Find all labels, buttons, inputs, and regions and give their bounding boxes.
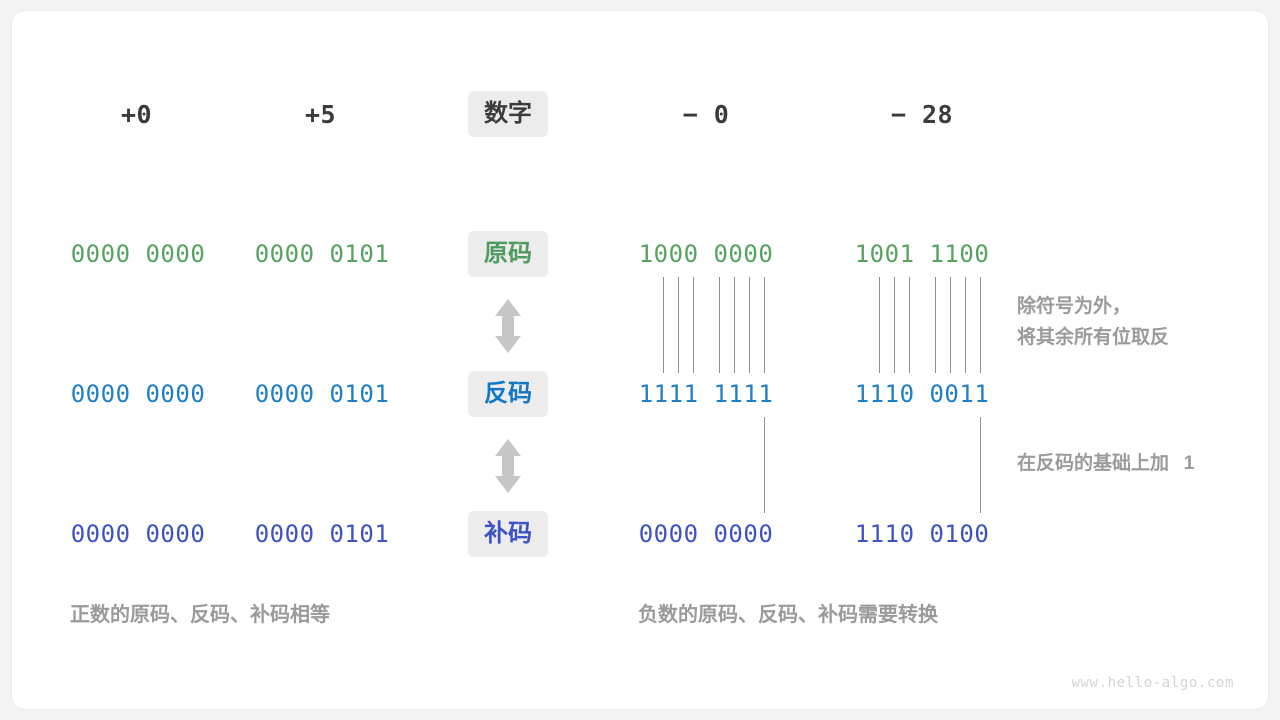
twos-complement-minus-twentyeight-bits: 1110 0100 <box>854 520 990 548</box>
caption-negative-numbers: 负数的原码、反码、补码需要转换 <box>638 604 938 626</box>
watermark-url: www.hello-algo.com <box>1071 675 1234 691</box>
connector-line-add-one <box>980 417 981 513</box>
ones-complement-minus-zero-bits: 1111 1111 <box>638 380 774 408</box>
double-arrow-icon-sign-magnitude-to-ones-complement <box>493 299 523 353</box>
connector-line-invert <box>663 277 664 373</box>
header-number-plus-five: +5 <box>304 99 337 129</box>
connector-line-invert <box>719 277 720 373</box>
connector-line-invert <box>749 277 750 373</box>
ones-complement-plus-zero-bits: 0000 0000 <box>70 380 206 408</box>
badge-ones-complement-label: 反码 <box>468 371 548 417</box>
sign-magnitude-minus-twentyeight-bits: 1001 1100 <box>854 240 990 268</box>
connector-line-invert <box>879 277 880 373</box>
badge-sign-magnitude-label: 原码 <box>468 231 548 277</box>
connector-line-invert <box>980 277 981 373</box>
connector-line-invert <box>950 277 951 373</box>
sign-magnitude-plus-five-bits: 0000 0101 <box>254 240 390 268</box>
header-number-plus-zero: +0 <box>120 99 153 129</box>
connector-line-add-one <box>764 417 765 513</box>
row-badge-ones-complement: 反码 <box>432 367 584 421</box>
connector-line-invert <box>734 277 735 373</box>
note-invert-bits: 除符号为外， 将其余所有位取反 <box>1017 296 1170 349</box>
diagram-grid: +0 +5 数字 − 0 − 28 0000 0000 0000 0101 原码… <box>12 11 1268 709</box>
connector-line-invert <box>935 277 936 373</box>
sign-magnitude-minus-zero-bits: 1000 0000 <box>638 240 774 268</box>
row-header-badge-number: 数字 <box>432 87 584 141</box>
badge-number-label: 数字 <box>468 91 548 137</box>
twos-complement-plus-five-bits: 0000 0101 <box>254 520 390 548</box>
connector-line-invert <box>678 277 679 373</box>
twos-complement-minus-zero-bits: 0000 0000 <box>638 520 774 548</box>
caption-positive-numbers: 正数的原码、反码、补码相等 <box>70 604 330 626</box>
connector-line-invert <box>965 277 966 373</box>
ones-complement-minus-twentyeight-bits: 1110 0011 <box>854 380 990 408</box>
diagram-card: +0 +5 数字 − 0 − 28 0000 0000 0000 0101 原码… <box>11 10 1269 710</box>
header-number-minus-zero: − 0 <box>682 99 730 129</box>
note-add-one: 在反码的基础上加 1 <box>1017 453 1195 474</box>
connector-line-invert <box>693 277 694 373</box>
ones-complement-plus-five-bits: 0000 0101 <box>254 380 390 408</box>
connector-line-invert <box>909 277 910 373</box>
badge-twos-complement-label: 补码 <box>468 511 548 557</box>
row-badge-sign-magnitude: 原码 <box>432 227 584 281</box>
connector-line-invert <box>764 277 765 373</box>
double-arrow-icon-ones-complement-to-twos-complement <box>493 439 523 493</box>
header-number-minus-twentyeight: − 28 <box>890 99 954 129</box>
twos-complement-plus-zero-bits: 0000 0000 <box>70 520 206 548</box>
row-badge-twos-complement: 补码 <box>432 507 584 561</box>
connector-line-invert <box>894 277 895 373</box>
sign-magnitude-plus-zero-bits: 0000 0000 <box>70 240 206 268</box>
